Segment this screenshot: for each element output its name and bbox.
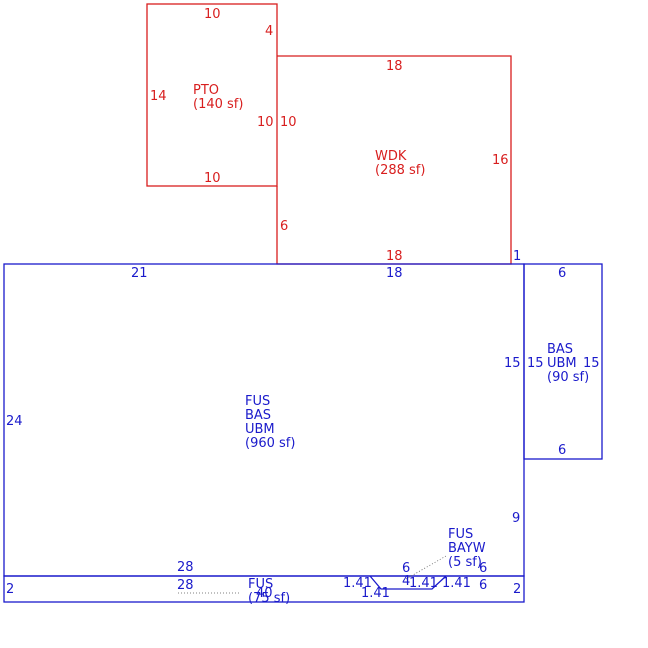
bay-diag-c: 1.41 xyxy=(442,576,471,591)
strip-dim-right: 2 xyxy=(513,582,521,597)
side-outline xyxy=(523,263,603,460)
main-label-line-3: UBM xyxy=(245,422,275,437)
main-label-line-2: BAS xyxy=(245,408,271,423)
strip-label: FUS xyxy=(248,577,273,592)
bay-dim-right: 6 xyxy=(479,561,487,576)
strip-dim-left: 2 xyxy=(6,582,14,597)
bay-diag-d: 1.41 xyxy=(361,586,390,601)
bay-dim-bottom-right: 6 xyxy=(479,578,487,593)
bay-label-line-2: BAYW xyxy=(448,541,486,556)
pto-dim-left: 14 xyxy=(150,89,167,104)
wdk-structure: 18 10 6 16 18 WDK (288 sf) xyxy=(276,55,512,265)
wdk-dim-bottom: 18 xyxy=(386,249,403,264)
side-dim-bottom: 6 xyxy=(558,443,566,458)
strip-outline xyxy=(3,575,525,603)
main-dim-bottom: 28 xyxy=(177,560,194,575)
pto-dim-top: 10 xyxy=(204,7,221,22)
main-dim-top-right: 18 xyxy=(386,266,403,281)
strip-dim-mid: 40 xyxy=(256,586,273,601)
bay-outline xyxy=(369,575,447,590)
pto-area: (140 sf) xyxy=(193,97,243,112)
bay-dim-left: 6 xyxy=(402,561,410,576)
bay-dim-mid: 4 xyxy=(402,574,410,589)
side-label-line-2: UBM xyxy=(547,356,577,371)
side-area: (90 sf) xyxy=(547,370,589,385)
pto-dim-bottom: 10 xyxy=(204,171,221,186)
main-dim-right-lower: 9 xyxy=(512,511,520,526)
main-structure: 21 18 24 15 9 28 FUS BAS UBM (960 sf) xyxy=(3,263,525,577)
main-dim-top-left: 21 xyxy=(131,266,148,281)
strip-structure: 28 2 2 40 FUS (75 sf) xyxy=(3,575,525,606)
wdk-dim-right: 16 xyxy=(492,153,509,168)
bay-label-line-1: FUS xyxy=(448,527,473,542)
bay-diag-a: 1.41 xyxy=(343,576,372,591)
wdk-dim-top: 18 xyxy=(386,59,403,74)
bay-area: (5 sf) xyxy=(448,555,482,570)
wdk-dim-left: 10 xyxy=(280,115,297,130)
strip-area: (75 sf) xyxy=(248,591,290,606)
wdk-dim-corner: 1 xyxy=(513,249,521,264)
strip-dim-top: 28 xyxy=(177,578,194,593)
main-dim-left: 24 xyxy=(6,414,23,429)
side-label-line-1: BAS xyxy=(547,342,573,357)
pto-dim-top-right: 4 xyxy=(265,24,273,39)
side-dim-right: 15 xyxy=(583,356,600,371)
pto-dim-right: 10 xyxy=(257,115,274,130)
side-dim-left: 15 xyxy=(527,356,544,371)
bay-structure: FUS BAYW (5 sf) 6 6 4 1.41 1.41 1.41 1.4… xyxy=(343,527,487,601)
main-label-line-1: FUS xyxy=(245,394,270,409)
bay-diag-b: 1.41 xyxy=(409,576,438,591)
wdk-dim-left-lower: 6 xyxy=(280,219,288,234)
wdk-label: WDK xyxy=(375,149,407,164)
pto-label: PTO xyxy=(193,83,219,98)
side-dim-top: 6 xyxy=(558,266,566,281)
wdk-area: (288 sf) xyxy=(375,163,425,178)
side-structure: 6 15 15 6 BAS UBM (90 sf) xyxy=(523,263,603,460)
main-area: (960 sf) xyxy=(245,436,295,451)
pto-outline xyxy=(146,3,278,187)
main-dim-right: 15 xyxy=(504,356,521,371)
pto-structure: 10 4 14 10 10 PTO (140 sf) xyxy=(146,3,278,187)
